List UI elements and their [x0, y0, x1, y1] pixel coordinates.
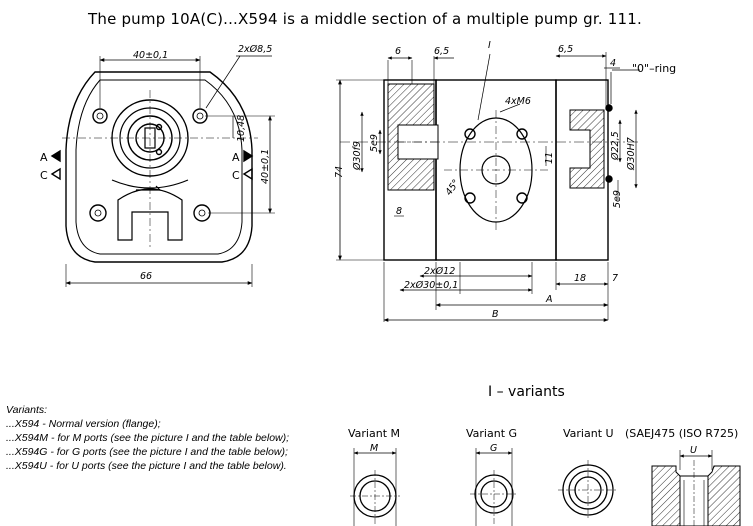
dim-6-5-right: 6,5 — [558, 44, 573, 55]
dim-2x30: 2xØ30±0,1 — [404, 280, 458, 291]
variants-drawings — [350, 448, 741, 526]
dim-right: 40±0,1 — [260, 149, 271, 184]
dim-4: 4 — [610, 58, 616, 69]
dim-right-small: 10,48 — [236, 115, 247, 142]
variants-list-item: ...X594M - for M ports (see the picture … — [6, 432, 290, 444]
dim-6-5-left: 6,5 — [434, 46, 449, 57]
dim-i: I — [488, 40, 491, 51]
dim-8: 8 — [396, 206, 402, 217]
label-c-right: C — [232, 169, 240, 182]
dim-11: 11 — [544, 152, 555, 164]
page-title: The pump 10A(C)...X594 is a middle secti… — [88, 10, 642, 28]
dim-top: 40±0,1 — [133, 50, 168, 61]
dim-holes: 2xØ8,5 — [238, 44, 272, 55]
section-view — [336, 52, 640, 322]
dim-2x12: 2xØ12 — [424, 266, 455, 277]
dim-a: A — [545, 294, 553, 305]
dim-5e9-right: 5e9 — [612, 190, 623, 208]
dim-30f9: Ø30f9 — [352, 141, 363, 171]
variants-list-item: ...X594 - Normal version (flange); — [6, 418, 161, 430]
dim-74: 74 — [334, 166, 345, 178]
variant-sae-dim: U — [690, 445, 697, 456]
label-o-ring: "0"–ring — [632, 62, 676, 75]
dim-b: B — [492, 309, 499, 320]
dim-4xm6: 4xM6 — [505, 96, 531, 107]
dim-5e9-left: 5e9 — [369, 134, 380, 152]
variant-sae-label: (SAEJ475 (ISO R725) — [625, 427, 739, 440]
dim-6: 6 — [395, 46, 401, 57]
dim-7: 7 — [612, 273, 618, 284]
dim-45-deg: 45° — [443, 178, 462, 198]
variant-u-label: Variant U — [563, 427, 614, 440]
variant-g-dim: G — [490, 443, 497, 454]
dim-bottom: 66 — [140, 271, 152, 282]
dim-22-5: Ø22,5 — [610, 131, 621, 161]
variants-list-item: Variants: — [6, 404, 48, 416]
front-view — [50, 55, 275, 287]
pump-body-outline — [65, 71, 253, 263]
variants-title: I – variants — [488, 384, 565, 400]
variant-g-label: Variant G — [466, 427, 518, 440]
dim-18: 18 — [574, 273, 586, 284]
variants-list: Variants: ...X594 - Normal version (flan… — [6, 403, 289, 473]
label-c-left: C — [40, 169, 48, 182]
label-a-left: A — [40, 151, 48, 164]
variants-list-item: ...X594G - for G ports (see the picture … — [6, 446, 288, 458]
variant-m-dim: M — [370, 443, 378, 454]
right-flange-hatch — [569, 109, 605, 189]
variant-m-label: Variant M — [348, 427, 401, 440]
dim-30h7: Ø30H7 — [626, 137, 637, 171]
variants-list-item: ...X594U - for U ports (see the picture … — [6, 460, 287, 472]
label-a-right: A — [232, 151, 240, 164]
